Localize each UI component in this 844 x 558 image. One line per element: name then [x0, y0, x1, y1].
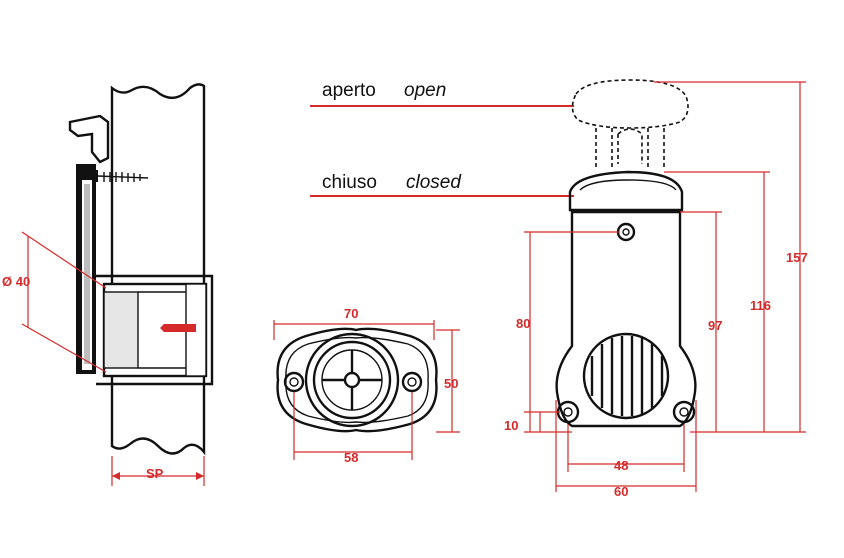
pointer-red: [160, 324, 196, 332]
dim-hole-spacing-flange: 58: [344, 450, 358, 465]
valve-front-view: 80 10 97 116 157 48 60: [504, 79, 808, 499]
dim-wall-thickness: SP: [146, 466, 164, 481]
hook-bracket: [68, 114, 110, 164]
label-closed-it: chiuso: [322, 172, 377, 193]
dim-flange-width: 70: [344, 306, 358, 321]
dim-open-height: 157: [786, 250, 808, 265]
dim-base-width: 60: [614, 484, 628, 499]
dim-body-height: 80: [516, 316, 530, 331]
valve-body: [555, 210, 697, 428]
label-open-it: aperto: [322, 80, 376, 101]
wall-board: [110, 83, 206, 456]
pipe-section: [96, 274, 214, 386]
flange-hole-left: [283, 371, 305, 393]
valve-grille: [582, 332, 670, 420]
label-open-en: open: [404, 80, 446, 101]
flange-port: [304, 332, 400, 428]
dim-hole-offset: 10: [504, 418, 518, 433]
base-hole-right: [672, 400, 696, 424]
flange-hole-right: [401, 371, 423, 393]
top-screw: [616, 222, 636, 242]
dim-hole-spacing-base: 48: [614, 458, 628, 473]
handle-open-dashed: [571, 79, 689, 129]
flange-outline: [276, 327, 438, 433]
state-labels: aperto open chiuso closed: [310, 80, 574, 197]
dim-diameter: Ø 40: [2, 274, 30, 289]
dim-closed-height: 116: [750, 298, 771, 313]
label-closed-en: closed: [406, 172, 462, 193]
dim-flange-height: 50: [444, 376, 458, 391]
flange-view: 70 50 58: [273, 306, 460, 465]
dim-mount-to-top: 97: [708, 318, 722, 333]
section-view: Ø 40 SP: [2, 83, 214, 486]
handle-closed: [568, 170, 684, 212]
